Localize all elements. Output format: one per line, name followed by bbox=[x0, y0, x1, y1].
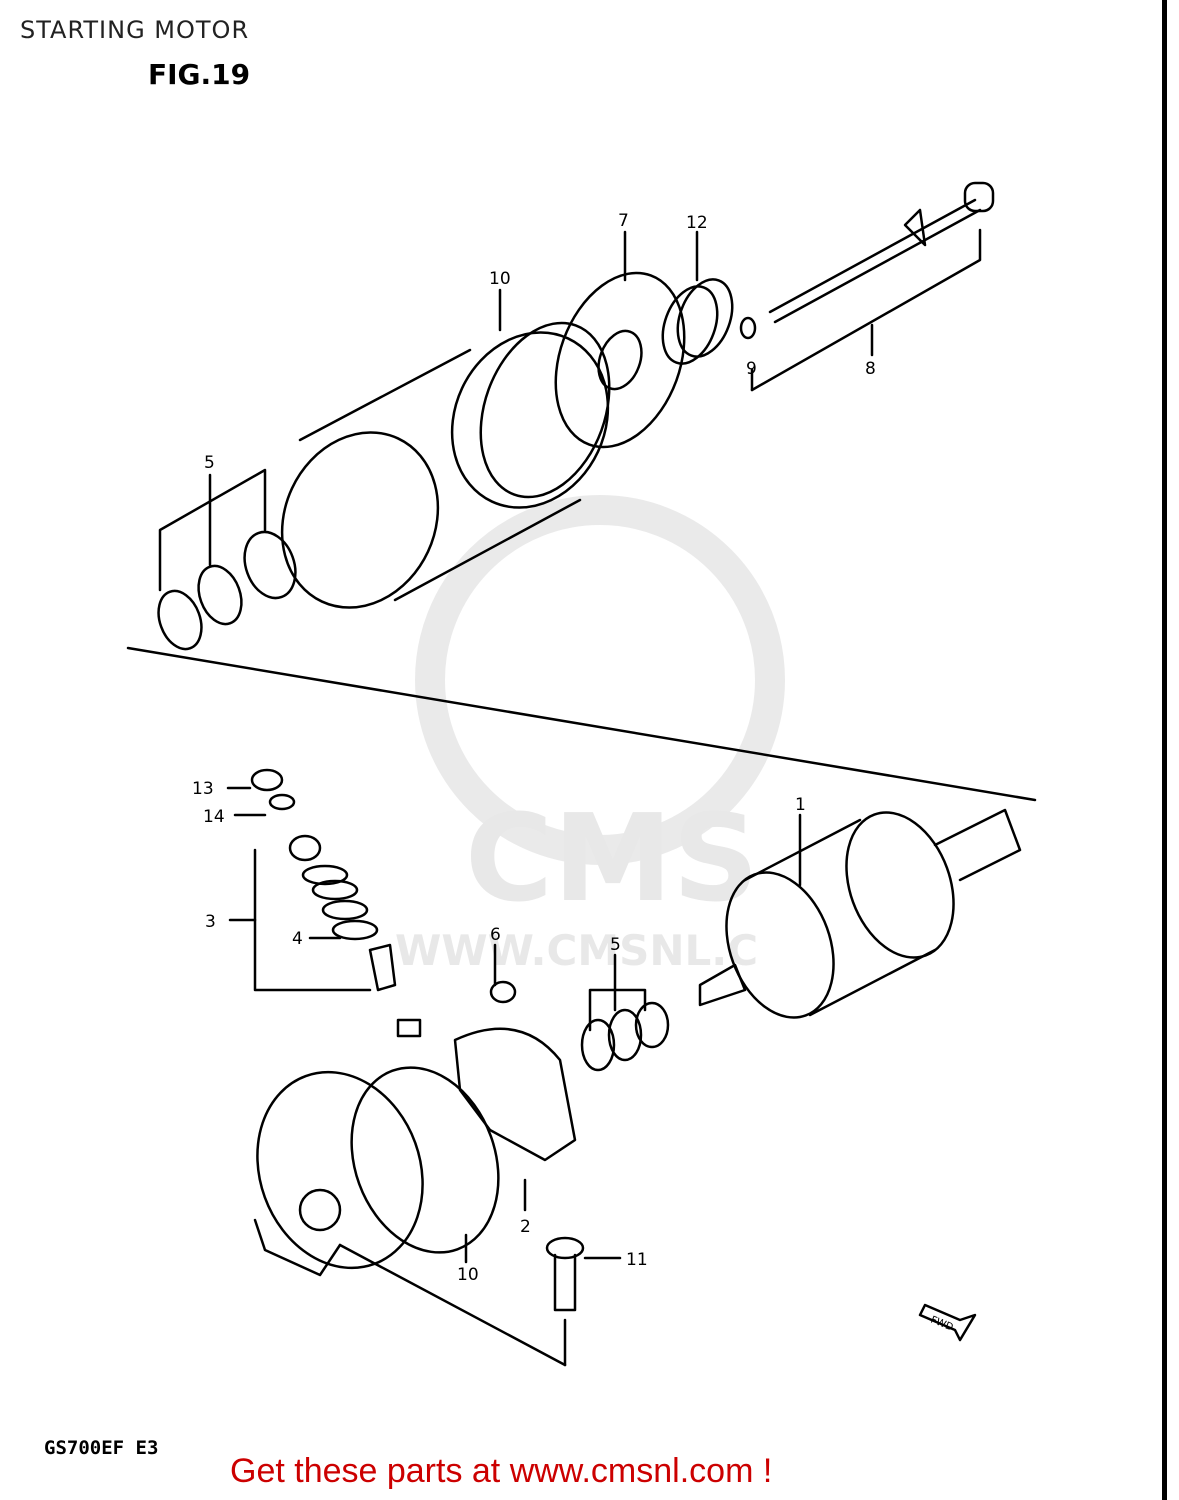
front-housing-icon bbox=[253, 1070, 424, 1277]
rear-bracket-icon bbox=[554, 271, 719, 449]
callout-10: 10 bbox=[489, 269, 511, 289]
yoke-housing-icon bbox=[280, 331, 610, 609]
watermark-ring bbox=[415, 495, 785, 865]
insulator-washer-icon bbox=[331, 919, 379, 941]
brush-group-bracket bbox=[253, 848, 372, 992]
callout-11: 11 bbox=[626, 1250, 648, 1270]
through-bolt-guide bbox=[750, 228, 982, 392]
small-o-ring-icon bbox=[676, 278, 734, 358]
o-ring-icon bbox=[479, 321, 611, 499]
washer-group-bracket bbox=[158, 468, 267, 592]
o-ring-icon bbox=[350, 1066, 500, 1254]
shim-washer-icon bbox=[197, 564, 243, 626]
terminal-bolt-icon bbox=[368, 943, 397, 992]
callout-9: 9 bbox=[746, 359, 757, 379]
mounting-bolt-icon bbox=[545, 1236, 585, 1312]
callout-4: 4 bbox=[292, 929, 303, 949]
washer-icon bbox=[268, 793, 296, 811]
shim-washer-icon bbox=[157, 589, 203, 651]
watermark-brand: CMS bbox=[465, 790, 759, 929]
insulator-nut-icon bbox=[288, 834, 322, 862]
callout-13: 13 bbox=[192, 779, 214, 799]
insulator-washer-icon bbox=[311, 879, 359, 901]
callout-7: 7 bbox=[618, 211, 629, 231]
shim-washer-icon bbox=[607, 1008, 643, 1062]
insulator-washer-icon bbox=[321, 899, 369, 921]
shim-washer-icon bbox=[580, 1018, 616, 1072]
callout-3: 3 bbox=[205, 912, 216, 932]
washer-group-bracket bbox=[588, 988, 647, 1032]
armature-icon bbox=[698, 808, 1022, 1019]
carbon-brush-icon bbox=[396, 1018, 422, 1038]
through-bolt-icon bbox=[768, 181, 995, 324]
brush-plate-icon bbox=[453, 1027, 577, 1162]
callout-1: 1 bbox=[795, 795, 806, 815]
cms-watermark: CMS WWW.CMSNL.C bbox=[395, 495, 785, 975]
callout-5: 5 bbox=[204, 453, 215, 473]
bolt-guide-line bbox=[338, 1243, 567, 1367]
figure-number: FIG.19 bbox=[148, 58, 251, 91]
nut-icon bbox=[250, 768, 284, 792]
callout-8: 8 bbox=[865, 359, 876, 379]
shop-link[interactable]: Get these parts at www.cmsnl.com ! bbox=[230, 1452, 773, 1490]
fwd-arrow-icon bbox=[918, 1303, 977, 1342]
insulator-washer-icon bbox=[301, 864, 349, 886]
callout-14: 14 bbox=[203, 807, 225, 827]
page-border bbox=[1162, 0, 1167, 1500]
watermark-url: WWW.CMSNL.C bbox=[395, 926, 758, 975]
callout-6: 6 bbox=[490, 925, 501, 945]
shim-washer-icon bbox=[634, 1001, 670, 1049]
diagram-title: STARTING MOTOR bbox=[20, 16, 250, 44]
callout-12: 12 bbox=[686, 213, 708, 233]
assembly-guide-line bbox=[126, 646, 1037, 802]
brush-spring-icon bbox=[489, 980, 517, 1004]
callout-10: 10 bbox=[457, 1265, 479, 1285]
model-code: GS700EF E3 bbox=[44, 1437, 159, 1459]
callout-5: 5 bbox=[610, 935, 621, 955]
lock-washer-icon bbox=[243, 530, 297, 600]
callout-2: 2 bbox=[520, 1217, 531, 1237]
washer-icon bbox=[739, 316, 757, 340]
